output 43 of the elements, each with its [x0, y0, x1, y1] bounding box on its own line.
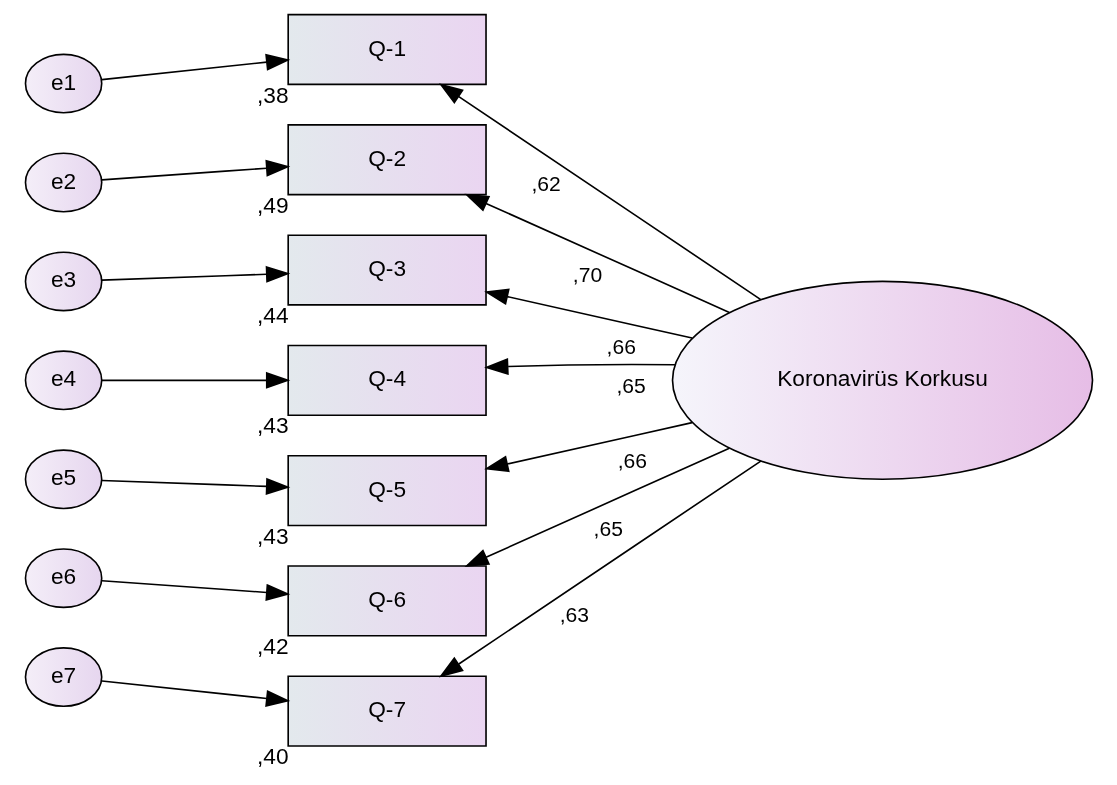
edge-label: ,65	[616, 373, 646, 397]
arrow	[100, 680, 290, 707]
node-box: Q-2	[286, 124, 487, 196]
node-box: Q-4	[286, 344, 487, 416]
node-ellipse: e5	[24, 449, 102, 510]
arrow	[100, 53, 290, 81]
edge-label: ,65	[593, 516, 623, 540]
arrow	[100, 580, 290, 601]
arrow	[100, 371, 290, 389]
node-ellipse: e3	[24, 251, 102, 312]
arrow	[100, 477, 290, 495]
node-label: ,38	[256, 81, 289, 108]
edge-label: ,70	[572, 263, 602, 287]
edge-label: ,62	[530, 172, 561, 196]
arrow	[438, 460, 762, 678]
edge-label: ,66	[617, 448, 647, 472]
edge-label: ,63	[559, 603, 589, 627]
node-box: Q-1	[286, 13, 487, 86]
arrow	[483, 421, 693, 473]
arrow	[100, 265, 290, 283]
node-ellipse: e6	[24, 548, 102, 609]
arrow	[483, 358, 676, 376]
node-ellipse: Koronavirüs Korkusu	[671, 280, 1093, 481]
arrow	[100, 159, 290, 181]
node-ellipse: e1	[24, 53, 102, 114]
node-box: Q-5	[286, 454, 487, 527]
arrow	[463, 447, 730, 567]
node-label: ,43	[256, 522, 289, 549]
node-ellipse: e2	[24, 152, 102, 213]
node-box: Q-6	[286, 565, 487, 637]
node-label: ,44	[256, 302, 289, 329]
node-label: ,40	[256, 743, 289, 770]
node-label: ,49	[256, 191, 289, 218]
node-ellipse: e4	[24, 350, 102, 411]
node-box: Q-7	[286, 675, 487, 747]
node-label: ,43	[256, 412, 289, 439]
node-label: ,42	[256, 632, 289, 659]
arrow	[463, 193, 730, 314]
arrow	[438, 83, 762, 301]
node-ellipse: e7	[24, 647, 102, 708]
arrow	[483, 288, 693, 339]
edge-label: ,66	[606, 334, 636, 358]
node-box: Q-3	[286, 234, 487, 306]
